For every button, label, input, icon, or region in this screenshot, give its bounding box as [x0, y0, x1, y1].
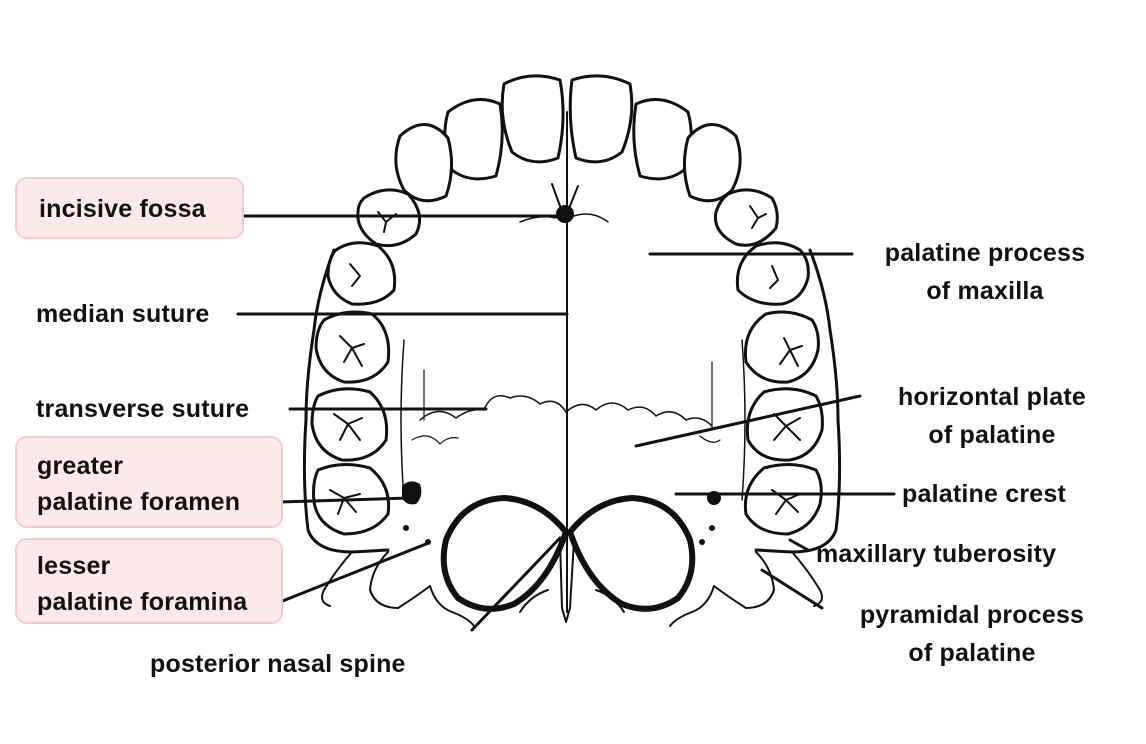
pterygoid-region	[321, 551, 823, 627]
label-greater-palatine-foramen: greater palatine foramen	[15, 436, 283, 528]
label-posterior-nasal-spine: posterior nasal spine	[150, 650, 406, 678]
tooth-canine-left	[394, 123, 453, 203]
label-horizontal-plate-of-palatine: horizontal plate of palatine	[898, 383, 1086, 449]
leader-lines	[234, 214, 896, 632]
leader-lesser-palatine-foramina	[278, 542, 428, 604]
leader-maxillary-tuberosity	[788, 538, 810, 552]
label-palatine-crest: palatine crest	[902, 480, 1066, 508]
label-pyramidal-process-of-palatine: pyramidal process of palatine	[859, 601, 1085, 667]
label-incisive-fossa: incisive fossa	[15, 177, 244, 239]
label-lesser-palatine-foramina: lesser palatine foramina	[15, 538, 283, 624]
leader-posterior-nasal-spine	[470, 536, 562, 632]
tooth-molar-1-right	[743, 310, 820, 384]
leader-pyramidal-process	[760, 568, 824, 610]
tooth-premolar-2-right	[735, 241, 810, 306]
tooth-lateral-incisor-left	[443, 98, 504, 181]
greater-palatine-foramen-marks	[402, 481, 721, 505]
label-median-suture: median suture	[36, 300, 210, 328]
tooth-premolar-1-left	[356, 188, 422, 248]
label-maxillary-tuberosity: maxillary tuberosity	[816, 540, 1057, 568]
tooth-fissures	[329, 205, 803, 515]
label-palatine-process-of-maxilla: palatine process of maxilla	[884, 239, 1086, 305]
label-transverse-suture: transverse suture	[36, 395, 250, 423]
tooth-canine-right	[683, 123, 742, 203]
tooth-central-incisor-right	[568, 74, 634, 164]
teeth	[310, 74, 824, 536]
lesser-palatine-foramina-marks	[403, 525, 715, 545]
vomer-posterior-nasal-spine	[559, 539, 575, 623]
alveolar-outline	[302, 248, 842, 554]
tooth-premolar-1-right	[713, 188, 779, 247]
choanae	[440, 495, 696, 612]
leader-greater-palatine-foramen	[278, 496, 412, 504]
tooth-premolar-2-left	[326, 241, 397, 306]
tooth-lateral-incisor-right	[632, 98, 693, 181]
tooth-central-incisor-left	[500, 74, 565, 164]
leader-horizontal-plate	[634, 394, 862, 448]
